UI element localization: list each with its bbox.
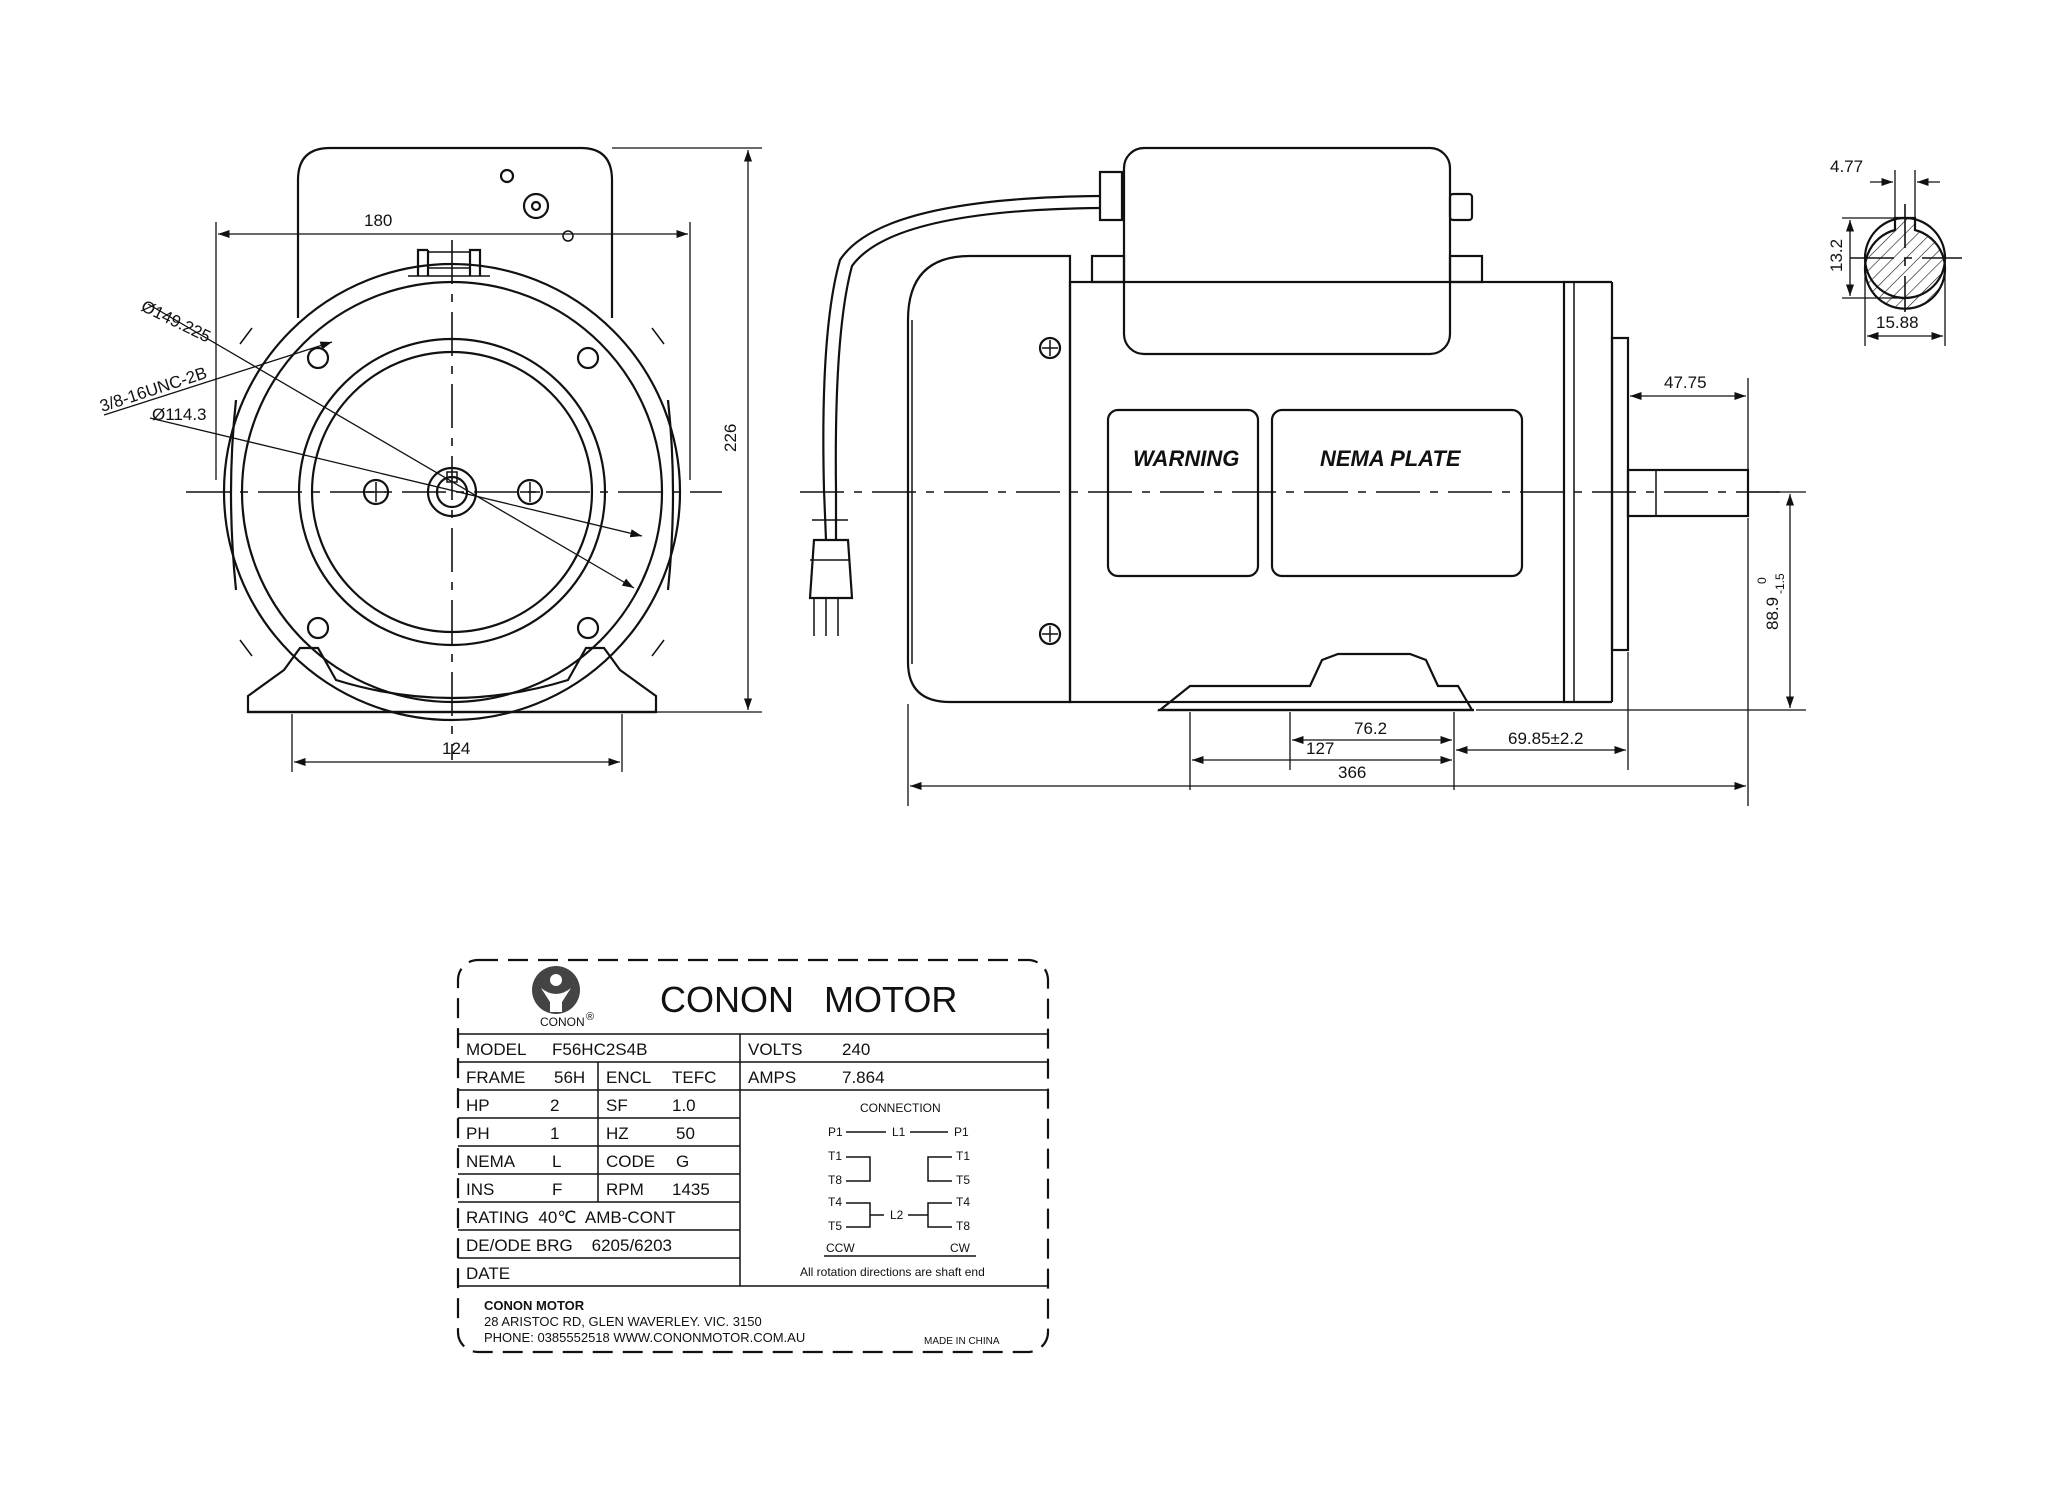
- code-value: G: [676, 1152, 689, 1171]
- sf-value: 1.0: [672, 1096, 696, 1115]
- conn-t8-right: T8: [956, 1219, 970, 1233]
- dim-366: 366: [1338, 763, 1366, 782]
- dim-4-77: 4.77: [1830, 157, 1863, 176]
- nameplate-title: CONON MOTOR: [660, 979, 957, 1020]
- dim-76-2: 76.2: [1354, 719, 1387, 738]
- ph-label: PH: [466, 1124, 490, 1143]
- front-view: [103, 146, 722, 760]
- ins-value: F: [552, 1180, 562, 1199]
- warning-label: WARNING: [1133, 446, 1239, 471]
- footer-made-in: MADE IN CHINA: [924, 1336, 1000, 1347]
- conn-p1-left: P1: [828, 1125, 843, 1139]
- conn-p1-right: P1: [954, 1125, 969, 1139]
- conn-t1-right: T1: [956, 1149, 970, 1163]
- model-label: MODEL: [466, 1040, 526, 1059]
- rpm-label: RPM: [606, 1180, 644, 1199]
- date-label: DATE: [466, 1264, 510, 1283]
- model-value: F56HC2S4B: [552, 1040, 647, 1059]
- dim-127: 127: [1306, 739, 1334, 758]
- connection-title: CONNECTION: [860, 1101, 941, 1115]
- nameplate: CONON ® CONON MOTOR MODEL F56HC2S4B VOLT…: [456, 958, 1050, 1354]
- footer-contact: PHONE: 0385552518 WWW.CONONMOTOR.COM.AU: [484, 1330, 805, 1345]
- dim-13-2: 13.2: [1827, 239, 1846, 272]
- conon-logo: CONON ®: [532, 966, 594, 1029]
- connection-diagram: CONNECTION P1 L1 P1 T1 T8 T1 T5 T4 T5 L2…: [800, 1101, 985, 1279]
- dim-pilot: Ø114.3: [152, 405, 207, 424]
- rating-text: RATING 40℃ AMB-CONT: [466, 1208, 676, 1227]
- nema-label: NEMA: [466, 1152, 516, 1171]
- amps-label: AMPS: [748, 1068, 796, 1087]
- dim-88-9-tol-lower: -1.5: [1773, 573, 1787, 594]
- side-view-dimensions: 47.75 88.9 0 -1.5 76.2 127 69.85±2.2 366: [907, 373, 1806, 806]
- sf-label: SF: [606, 1096, 628, 1115]
- bearing-text: DE/ODE BRG 6205/6203: [466, 1236, 672, 1255]
- dim-15-88: 15.88: [1876, 313, 1919, 332]
- shaft-section: 4.77 13.2 15.88: [1827, 157, 1962, 346]
- conn-t4-right: T4: [956, 1195, 970, 1209]
- conn-ccw: CCW: [826, 1241, 855, 1255]
- hz-value: 50: [676, 1124, 695, 1143]
- dim-69-85: 69.85±2.2: [1508, 729, 1584, 748]
- dim-124: 124: [442, 739, 470, 758]
- dim-47-75: 47.75: [1664, 373, 1707, 392]
- footer-address: 28 ARISTOC RD, GLEN WAVERLEY. VIC. 3150: [484, 1314, 762, 1329]
- nema-value: L: [552, 1152, 561, 1171]
- encl-label: ENCL: [606, 1068, 651, 1087]
- ph-value: 1: [550, 1124, 559, 1143]
- conn-note: All rotation directions are shaft end: [800, 1265, 985, 1279]
- encl-value: TEFC: [672, 1068, 716, 1087]
- conn-l2: L2: [890, 1208, 904, 1222]
- dim-bolt-circle: Ø149.225: [138, 297, 213, 347]
- dim-88-9-tol-upper: 0: [1755, 577, 1769, 584]
- conn-t8-left: T8: [828, 1173, 842, 1187]
- ins-label: INS: [466, 1180, 494, 1199]
- conn-t4-left: T4: [828, 1195, 842, 1209]
- nema-plate-label: NEMA PLATE: [1320, 446, 1462, 471]
- hp-value: 2: [550, 1096, 559, 1115]
- amps-value: 7.864: [842, 1068, 885, 1087]
- dim-180: 180: [364, 211, 392, 230]
- logo-text: CONON: [540, 1015, 585, 1029]
- conn-l1: L1: [892, 1125, 906, 1139]
- dim-226: 226: [721, 424, 740, 452]
- conn-t5-right: T5: [956, 1173, 970, 1187]
- conn-t5-left: T5: [828, 1219, 842, 1233]
- side-view: WARNING NEMA PLATE: [800, 146, 1790, 712]
- dim-88-9: 88.9: [1763, 597, 1782, 630]
- front-view-dimensions: 180 226 124 Ø149.225 3/8-16UNC-2B Ø114.3: [97, 147, 762, 772]
- conn-cw: CW: [950, 1241, 971, 1255]
- hz-label: HZ: [606, 1124, 629, 1143]
- rpm-value: 1435: [672, 1180, 710, 1199]
- conn-t1-left: T1: [828, 1149, 842, 1163]
- volts-value: 240: [842, 1040, 870, 1059]
- volts-label: VOLTS: [748, 1040, 802, 1059]
- logo-registered-mark: ®: [586, 1011, 594, 1023]
- hp-label: HP: [466, 1096, 490, 1115]
- frame-value: 56H: [554, 1068, 585, 1087]
- frame-label: FRAME: [466, 1068, 526, 1087]
- code-label: CODE: [606, 1152, 655, 1171]
- footer-company: CONON MOTOR: [484, 1298, 585, 1313]
